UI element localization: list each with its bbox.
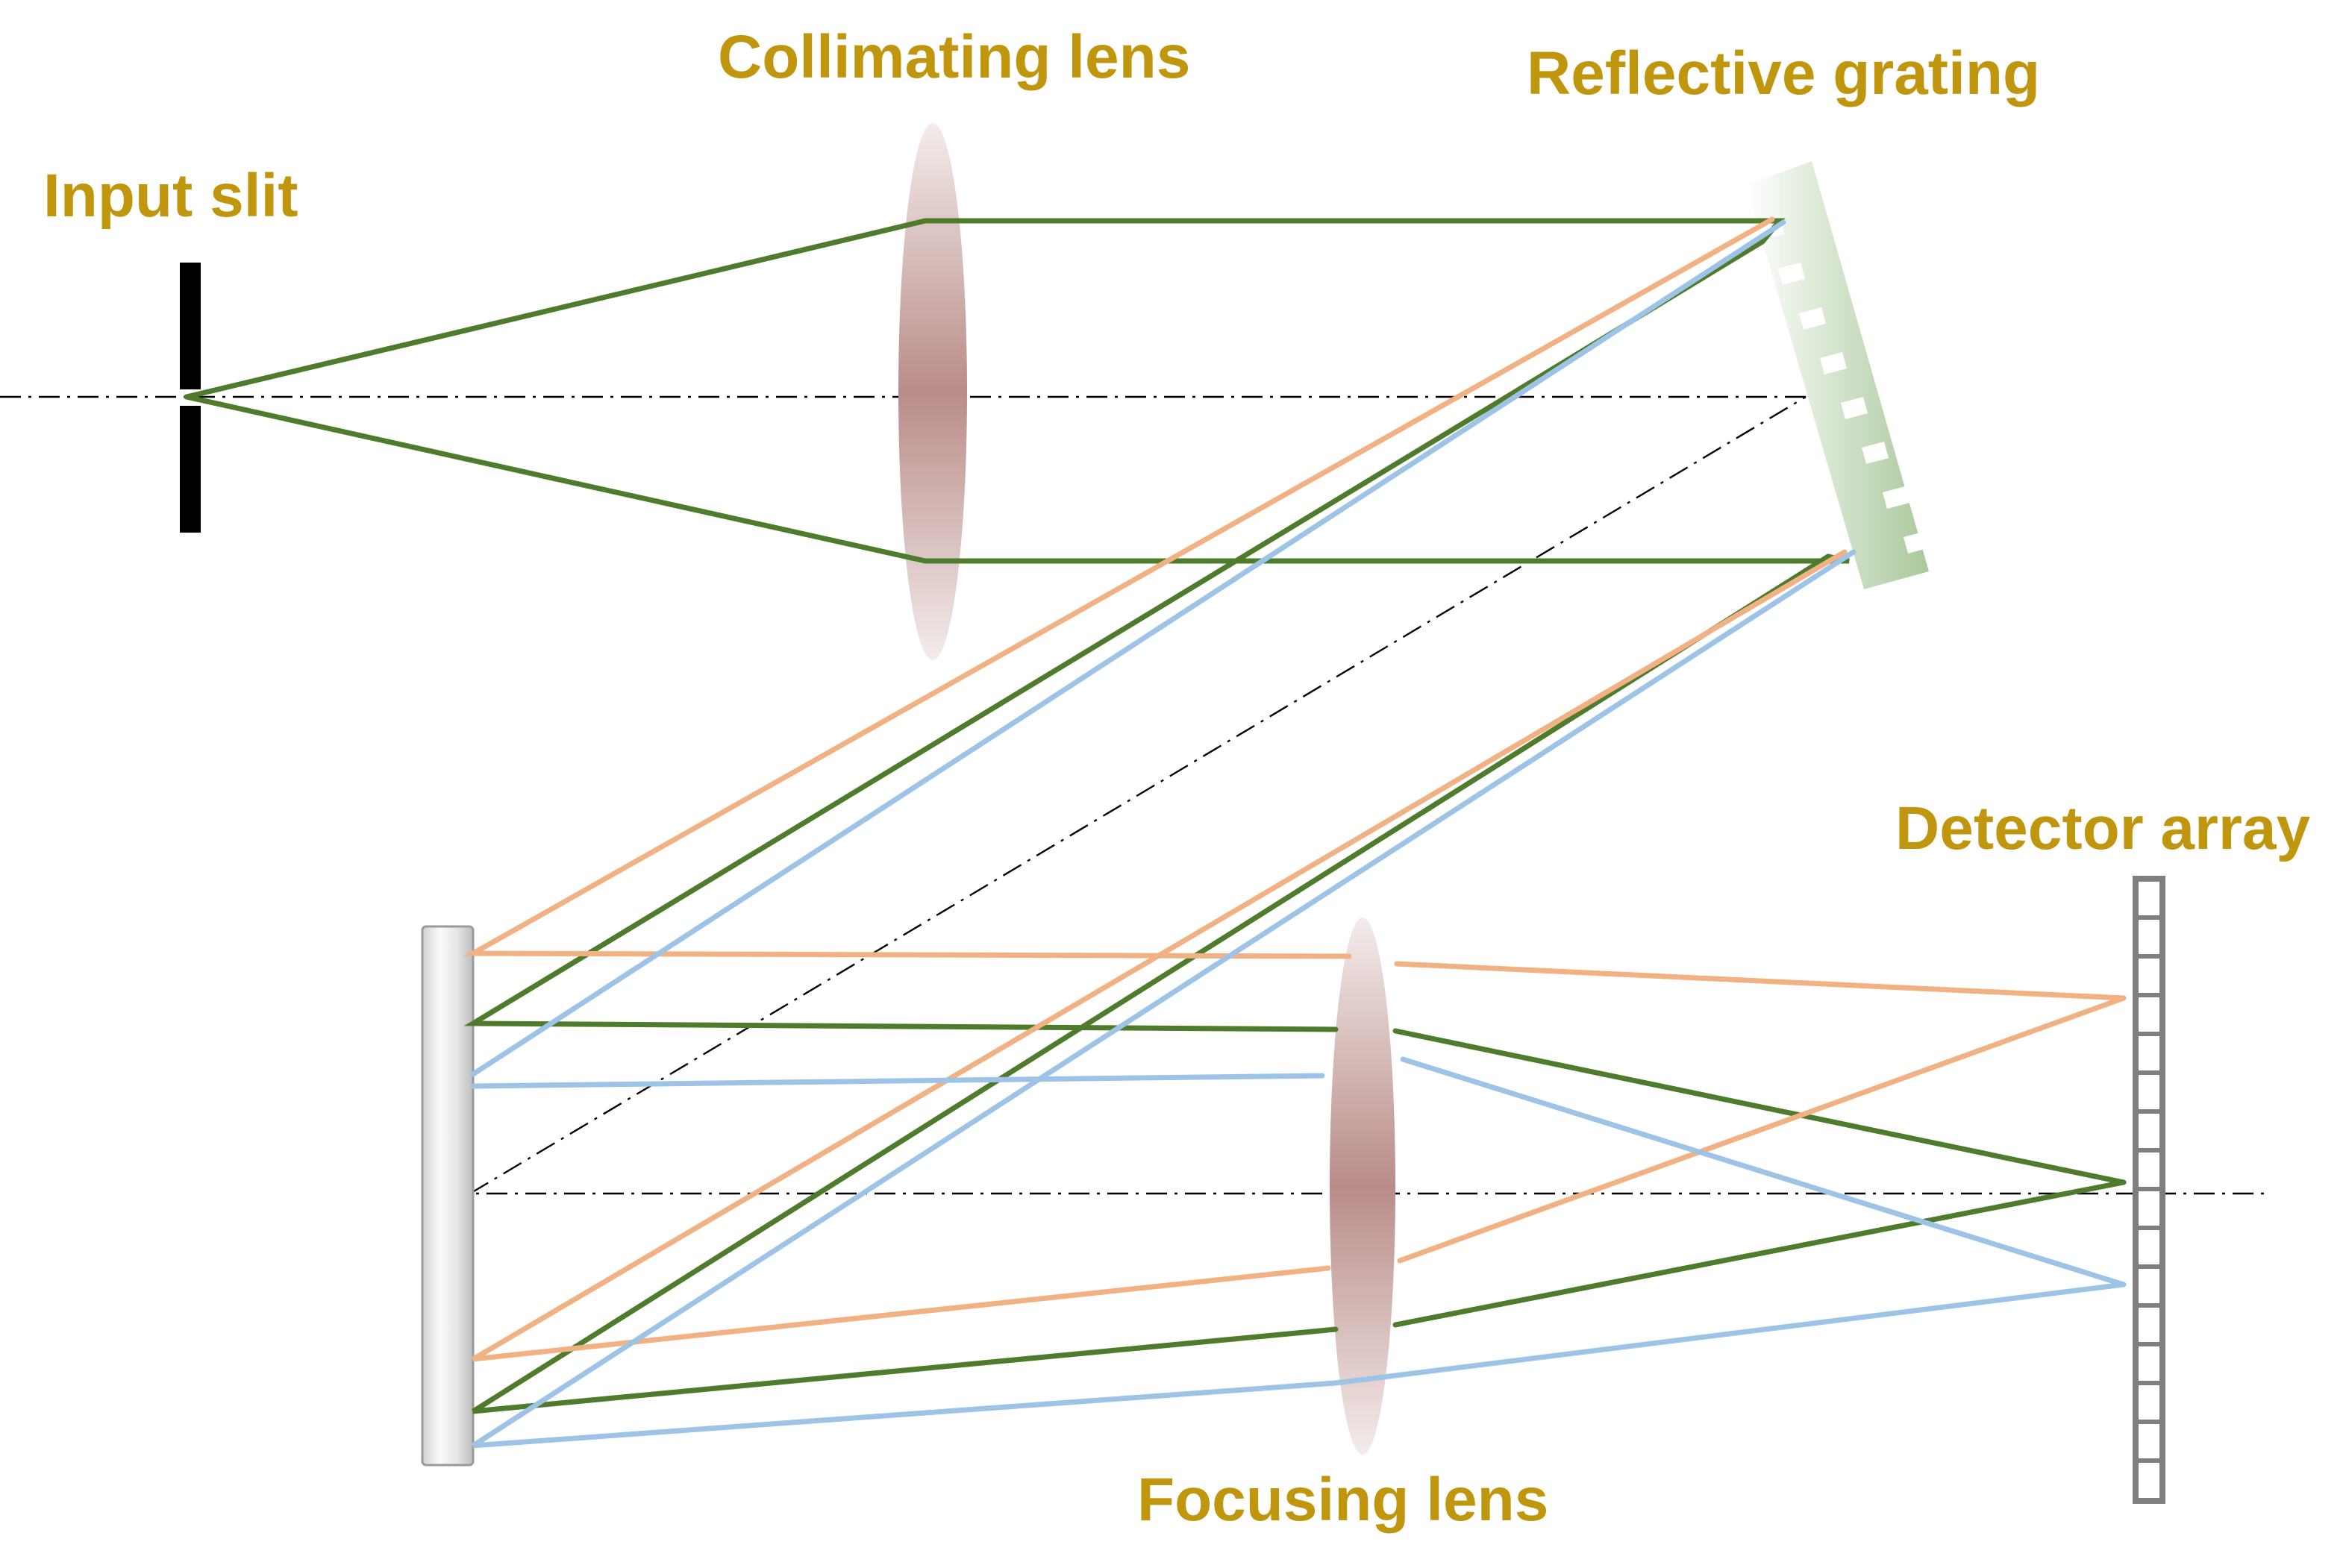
green-ray-upper-focus: [1392, 1028, 2127, 1185]
orange-ray-upper-focus: [1394, 961, 2127, 1001]
detector-array-label: Detector array: [1895, 794, 2310, 862]
orange-ray-lower: [472, 549, 1848, 1362]
blue-ray-lower: [472, 549, 2127, 1449]
detector-pixels: [2136, 915, 2162, 1463]
green-ray-upper: [184, 218, 1786, 1032]
collimating-lens-label: Collimating lens: [718, 23, 1190, 91]
detector-array: [2133, 876, 2165, 1504]
blue-ray-upper-mirror: [470, 1073, 1325, 1089]
slit-bar-icon: [180, 406, 201, 533]
focusing-lens: [1330, 918, 1395, 1455]
blue-ray-upper: [470, 219, 1786, 1077]
diagonal-optical-axis: [469, 395, 1807, 1195]
labels: Input slit Collimating lens Reflective g…: [43, 23, 2310, 1534]
orange-ray-lower-focus: [1397, 995, 2127, 1264]
reflective-grating: [1746, 161, 1930, 589]
reflective-grating-label: Reflective grating: [1527, 40, 2040, 107]
folding-mirror: [421, 925, 475, 1467]
collimating-lens: [898, 123, 967, 660]
focusing-lens-label: Focusing lens: [1137, 1466, 1548, 1534]
green-ray-lower-focus: [1392, 1179, 2127, 1328]
input-slit-label: Input slit: [43, 162, 298, 230]
orange-ray-upper: [463, 216, 1775, 959]
slit-bar-icon: [180, 263, 201, 389]
orange-rays: [463, 216, 2127, 1362]
blue-rays: [470, 219, 2127, 1449]
input-slit: [180, 263, 201, 533]
blue-ray-upper-focus: [1400, 1056, 2127, 1288]
